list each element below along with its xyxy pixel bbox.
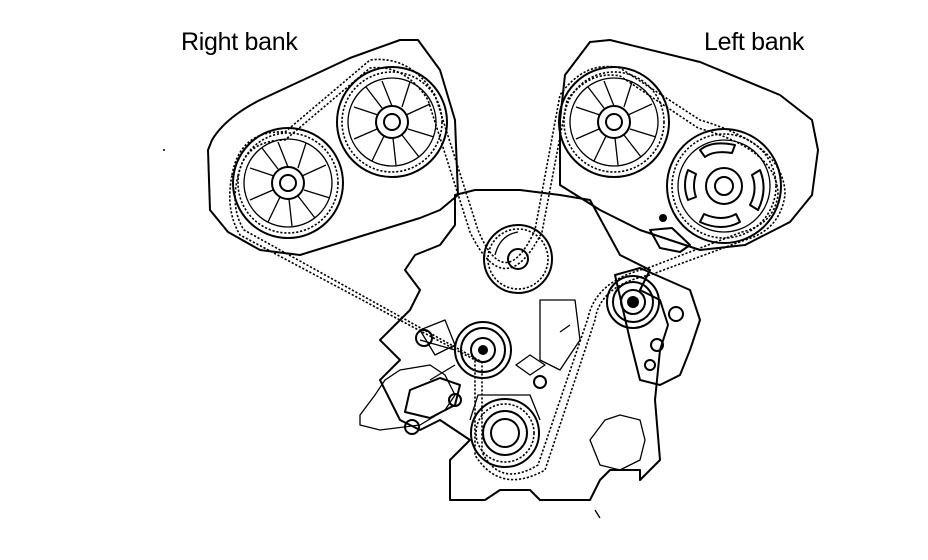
left-bank-rear-cam-sprocket [666,128,782,244]
right-bank-label: Right bank [181,28,298,56]
tensioner-pulley [419,321,512,381]
bracket-bolt-3 [644,359,656,371]
idler-pulley [606,275,660,329]
engine-block-outline [379,189,669,501]
bracket-bolt-1 [668,306,684,322]
speck [163,149,165,151]
engine-block-detail-right [589,414,646,471]
auto-tensioner-rod [649,227,691,253]
right-bank-front-cam-sprocket [336,66,448,178]
engine-block-detail-left [359,364,456,431]
left-bank-front-cam-sprocket [558,66,670,178]
bolt-c [404,419,420,435]
bolt-d [533,375,547,389]
crankshaft-sprocket [469,394,541,468]
left-bank-label: Left bank [704,28,805,56]
timing-mark-dot [659,214,667,222]
pointer-marks [515,324,601,519]
timing-belt-outer [229,58,786,481]
tensioner-arm [404,377,461,419]
bolt-a [415,329,433,347]
timing-belt-inner [234,66,779,475]
left-bank-cover [559,39,819,251]
tensioner-bracket [614,267,701,386]
bracket-bolt-2 [650,338,664,352]
right-bank-cover [207,39,459,256]
water-pump-pulley [483,224,553,294]
right-bank-rear-cam-sprocket [232,127,344,239]
